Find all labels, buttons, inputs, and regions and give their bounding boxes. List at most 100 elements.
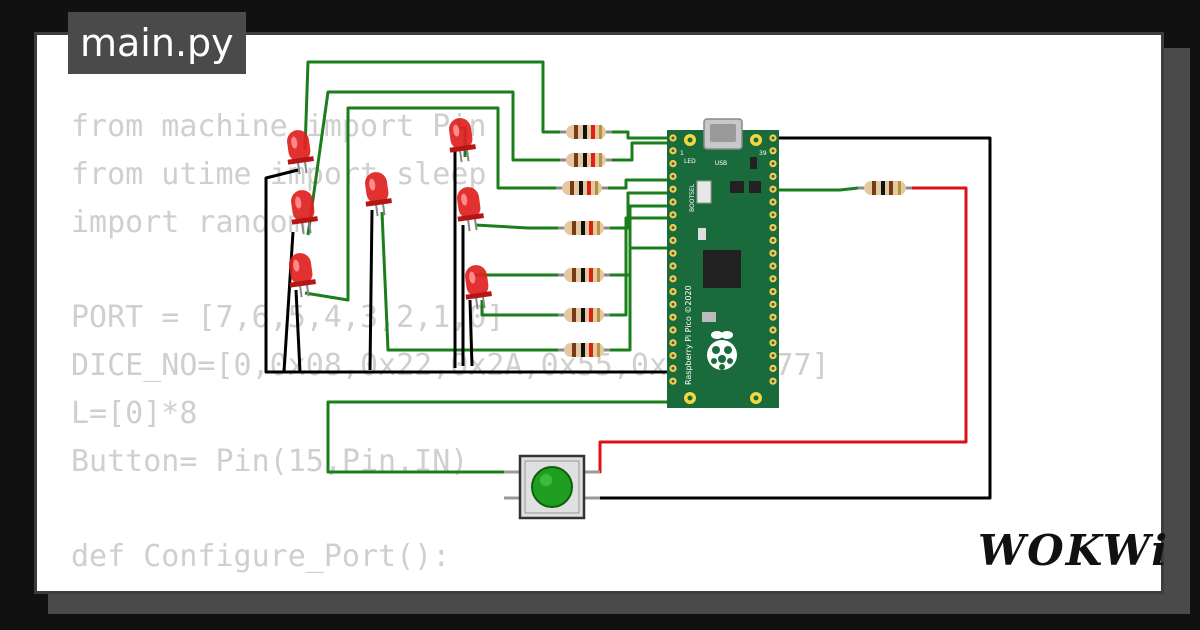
resistor-6 xyxy=(558,308,610,322)
pico-pin-hole xyxy=(671,238,675,242)
code-line: for i in range(0,8): xyxy=(71,581,830,591)
wire-led3 xyxy=(304,106,556,302)
raspberry-logo xyxy=(707,331,737,370)
wire-r2 xyxy=(612,141,670,162)
led-6 xyxy=(457,187,484,232)
resistors xyxy=(556,125,912,357)
pico-pin-hole xyxy=(671,315,675,319)
wires xyxy=(264,60,992,500)
wire-r6 xyxy=(610,216,670,317)
code-line: def Configure_Port(): xyxy=(71,539,451,575)
pico-pin-hole xyxy=(671,251,675,255)
wokwi-logo: WOKWi xyxy=(978,526,1170,575)
pico-pin-hole xyxy=(671,290,675,294)
pico-pin-hole xyxy=(771,366,775,370)
led-1 xyxy=(287,130,314,175)
pico-pins xyxy=(669,134,777,385)
rp2040-chip xyxy=(703,250,741,288)
resistor-2 xyxy=(560,153,612,167)
wire-gnd7 xyxy=(468,299,474,367)
bootsel-button xyxy=(696,180,712,204)
pico-pin-hole xyxy=(671,341,675,345)
pico-pin-hole xyxy=(771,277,775,281)
pico-pin-hole xyxy=(671,226,675,230)
pico-pin-hole xyxy=(771,200,775,204)
wire-r4 xyxy=(610,191,670,230)
led-2 xyxy=(291,190,318,235)
pico-pin-hole xyxy=(671,264,675,268)
pico-pin-hole xyxy=(771,290,775,294)
code-line: from utime import sleep xyxy=(71,156,487,192)
pico-pin-hole xyxy=(671,174,675,178)
pico-board: USB LED 1 39 BOOTSEL Raspberry Pi Pico ©… xyxy=(667,118,779,408)
pico-pin-hole xyxy=(771,354,775,358)
wire-led1 xyxy=(303,60,560,151)
pico-pin-hole xyxy=(671,200,675,204)
board-name: Raspberry Pi Pico ©2020 xyxy=(684,285,693,385)
resistor-5 xyxy=(558,268,610,282)
pico-pin-hole xyxy=(771,302,775,306)
pushbutton[interactable] xyxy=(504,454,600,520)
pico-pin-hole xyxy=(671,379,675,383)
wire-gnd1 xyxy=(264,168,675,374)
pico-pin-hole xyxy=(771,264,775,268)
usb-label: USB xyxy=(715,160,727,167)
wire-led2 xyxy=(306,90,560,236)
pico-pin-hole xyxy=(771,136,775,140)
code-line: L=[0]*8 xyxy=(71,395,198,431)
wire-led7 xyxy=(480,300,558,317)
wire-gnd2 xyxy=(282,231,295,373)
leds xyxy=(287,118,492,310)
resistor-4 xyxy=(558,221,610,235)
pin-label-left: 1 xyxy=(680,150,684,157)
pico-pin-hole xyxy=(671,328,675,332)
resistor-3 xyxy=(556,181,608,195)
pico-pin-hole xyxy=(671,136,675,140)
pico-pin-hole xyxy=(771,251,775,255)
pico-pin-hole xyxy=(771,379,775,383)
file-tab[interactable]: main.py xyxy=(68,12,246,74)
pico-pin-hole xyxy=(771,187,775,191)
led-5 xyxy=(449,118,476,163)
resistor-7 xyxy=(558,343,610,357)
wire-right-resistor xyxy=(770,186,859,192)
pico-pin-hole xyxy=(771,149,775,153)
resistor-1 xyxy=(560,125,612,139)
wire-led8 xyxy=(380,211,558,352)
wire-r3 xyxy=(608,178,670,190)
code-line: import random xyxy=(71,204,306,240)
pico-pin-hole xyxy=(671,162,675,166)
pico-pin-hole xyxy=(671,302,675,306)
pico-pin-hole xyxy=(671,149,675,153)
pico-pin-hole xyxy=(771,226,775,230)
pico-pin-hole xyxy=(671,187,675,191)
code-line: DICE_NO=[0,0x08,0x22,0x2A,0x55,0x5D, 0x7… xyxy=(71,347,830,383)
bootsel-label: BOOTSEL xyxy=(689,183,696,212)
pico-pin-hole xyxy=(771,174,775,178)
pico-pin-hole xyxy=(771,238,775,242)
led-3 xyxy=(289,253,316,298)
wire-gnd3 xyxy=(294,289,302,373)
pico-pin-hole xyxy=(771,341,775,345)
pico-pin-hole xyxy=(771,328,775,332)
pico-pin-hole xyxy=(671,366,675,370)
led-4 xyxy=(365,172,392,217)
pico-pin-hole xyxy=(771,315,775,319)
wire-r7 xyxy=(610,246,670,352)
pin-label-right: 39 xyxy=(759,150,767,157)
pico-pin-hole xyxy=(671,213,675,217)
wire-button xyxy=(326,400,670,474)
wire-gnd4 xyxy=(368,209,374,371)
wire-r1 xyxy=(612,130,670,140)
pico-pin-hole xyxy=(771,213,775,217)
led-7 xyxy=(465,265,492,310)
pico-pin-hole xyxy=(671,354,675,358)
led-label: LED xyxy=(684,158,696,165)
pico-pin-hole xyxy=(671,277,675,281)
resistor-8 xyxy=(858,181,912,195)
wire-led5 xyxy=(474,223,558,230)
wire-r5 xyxy=(610,204,670,277)
code-line: PORT = [7,6,5,4,3,2,1,0] xyxy=(71,300,505,336)
pico-pin-hole xyxy=(771,162,775,166)
